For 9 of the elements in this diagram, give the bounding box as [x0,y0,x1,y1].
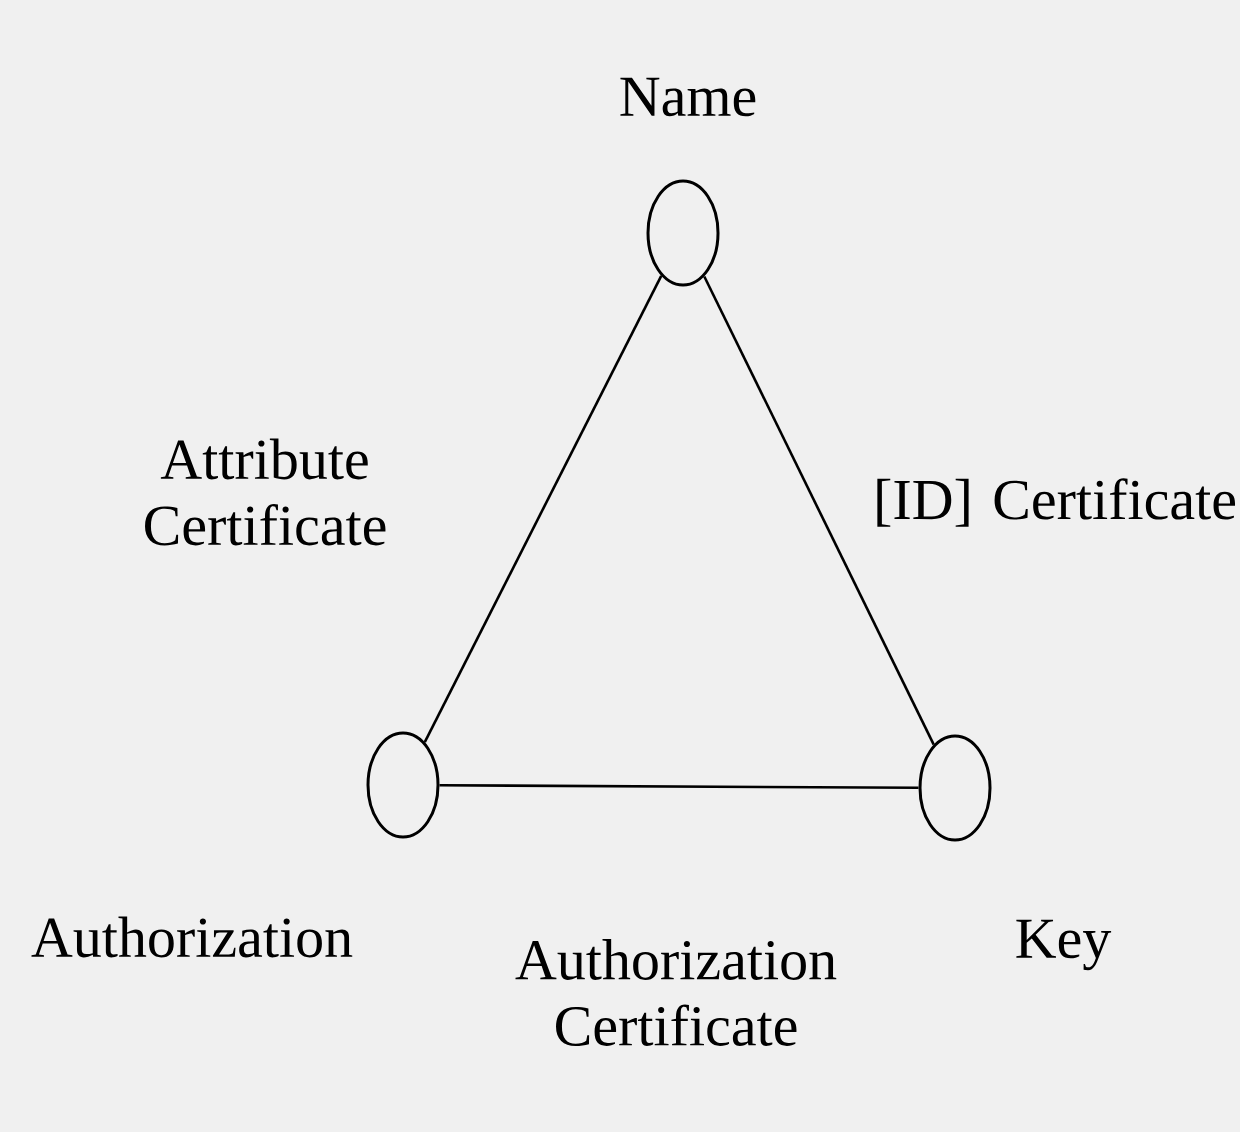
line [423,275,663,743]
line [439,783,919,790]
line [703,275,935,746]
edge-label: Attribute Certificate [145,438,386,546]
node-label: Name [620,77,756,117]
node-label: Key [1016,919,1112,971]
edge-label: [ID] Certificate [877,478,1235,527]
node-label: Authorization [31,916,353,958]
edge-label: Authorization Certificate [515,939,837,1046]
